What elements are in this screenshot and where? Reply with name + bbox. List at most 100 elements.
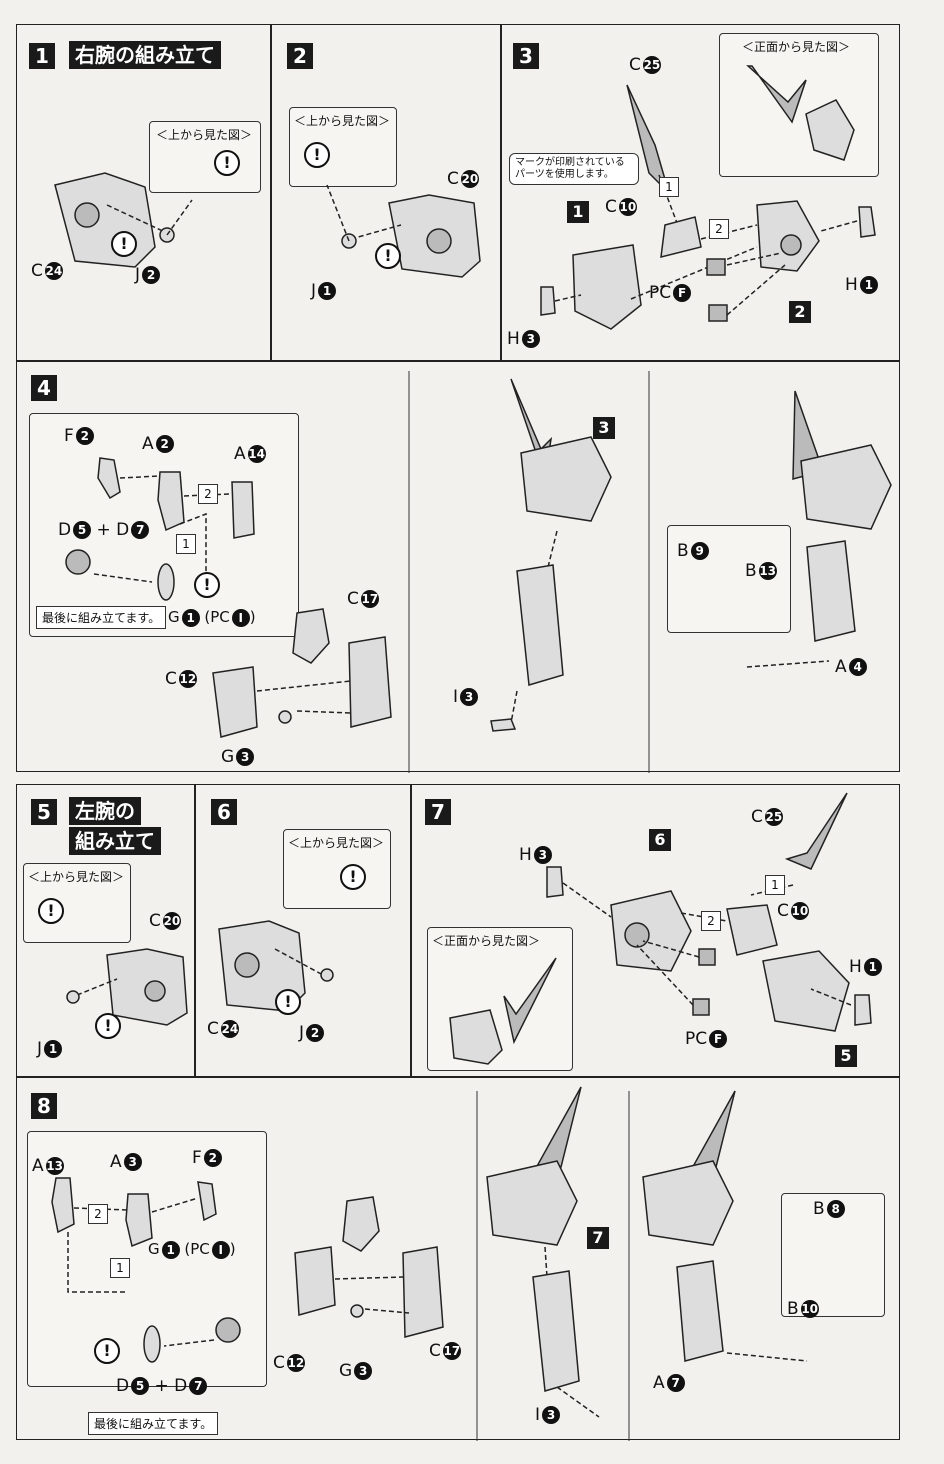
- step2-illustration: [326, 184, 481, 278]
- step3-ref-1: 1: [567, 201, 589, 223]
- caution-icon: !: [214, 150, 240, 176]
- step6-top-view-box: ＜上から見た図＞ !: [283, 829, 391, 909]
- step5-title-line1: 左腕の: [69, 797, 141, 825]
- step2-number: 2: [287, 43, 313, 69]
- caution-icon: !: [340, 864, 366, 890]
- step7-ref-5: 5: [835, 1045, 857, 1067]
- caution-icon: !: [375, 243, 401, 269]
- step7-number: 7: [425, 799, 451, 825]
- caution-icon: !: [111, 231, 137, 257]
- step5-illustration: [66, 948, 188, 1026]
- step8-order-1: 1: [110, 1258, 130, 1278]
- step1-top-view-title: ＜上から見た図＞: [156, 128, 253, 142]
- step1-illustration: [54, 172, 193, 268]
- step3-order-1: 1: [659, 177, 679, 197]
- step3-ref-2: 2: [789, 301, 811, 323]
- step7-order-2: 2: [701, 911, 721, 931]
- step7-ref-6: 6: [649, 829, 671, 851]
- caution-icon: !: [275, 989, 301, 1015]
- caution-icon: !: [304, 142, 330, 168]
- caution-icon: !: [94, 1338, 120, 1364]
- step3-panel: 3 ＜正面から見た図＞ マークが印刷されている パーツを使用します。 1 2 1…: [500, 24, 900, 362]
- step3-illustration: [540, 84, 876, 330]
- step8-number: 8: [31, 1093, 57, 1119]
- step8-order-2: 2: [88, 1204, 108, 1224]
- step4-order-1: 1: [176, 534, 196, 554]
- step1-number: 1: [29, 43, 55, 69]
- step6-illustration: [218, 920, 334, 1012]
- step8-ref-7: 7: [587, 1227, 609, 1249]
- step4-final-note: 最後に組み立てます。: [36, 606, 167, 629]
- step8-illustration: [294, 1086, 808, 1441]
- step2-top-view-title: ＜上から見た図＞: [294, 114, 391, 128]
- step6-number: 6: [211, 799, 237, 825]
- step3-order-2: 2: [709, 219, 729, 239]
- step8-final-note: 最後に組み立てます。: [88, 1412, 219, 1435]
- step3-front-view-box: ＜正面から見た図＞: [719, 33, 879, 177]
- step7-front-view-box: ＜正面から見た図＞: [427, 927, 573, 1071]
- step3-front-view-title: ＜正面から見た図＞: [742, 40, 851, 54]
- step4-order-2: 2: [198, 484, 218, 504]
- step7-illustration: [546, 792, 872, 1032]
- step3-number: 3: [513, 43, 539, 69]
- step7-order-1: 1: [765, 875, 785, 895]
- caution-icon: !: [95, 1013, 121, 1039]
- step4-number: 4: [31, 375, 57, 401]
- step5-top-view-title: ＜上から見た図＞: [28, 870, 125, 884]
- step5-title-line2: 組み立て: [69, 827, 161, 855]
- step5-top-view-box: ＜上から見た図＞ !: [23, 863, 131, 943]
- step3-mark-note: マークが印刷されている パーツを使用します。: [509, 153, 639, 185]
- step2-top-view-box: ＜上から見た図＞ !: [289, 107, 397, 187]
- step6-top-view-title: ＜上から見た図＞: [288, 836, 385, 850]
- step7-front-view-title: ＜正面から見た図＞: [432, 934, 541, 948]
- caution-icon: !: [194, 572, 220, 598]
- step4-ref-3: 3: [593, 417, 615, 439]
- step4-illustration: [212, 371, 892, 773]
